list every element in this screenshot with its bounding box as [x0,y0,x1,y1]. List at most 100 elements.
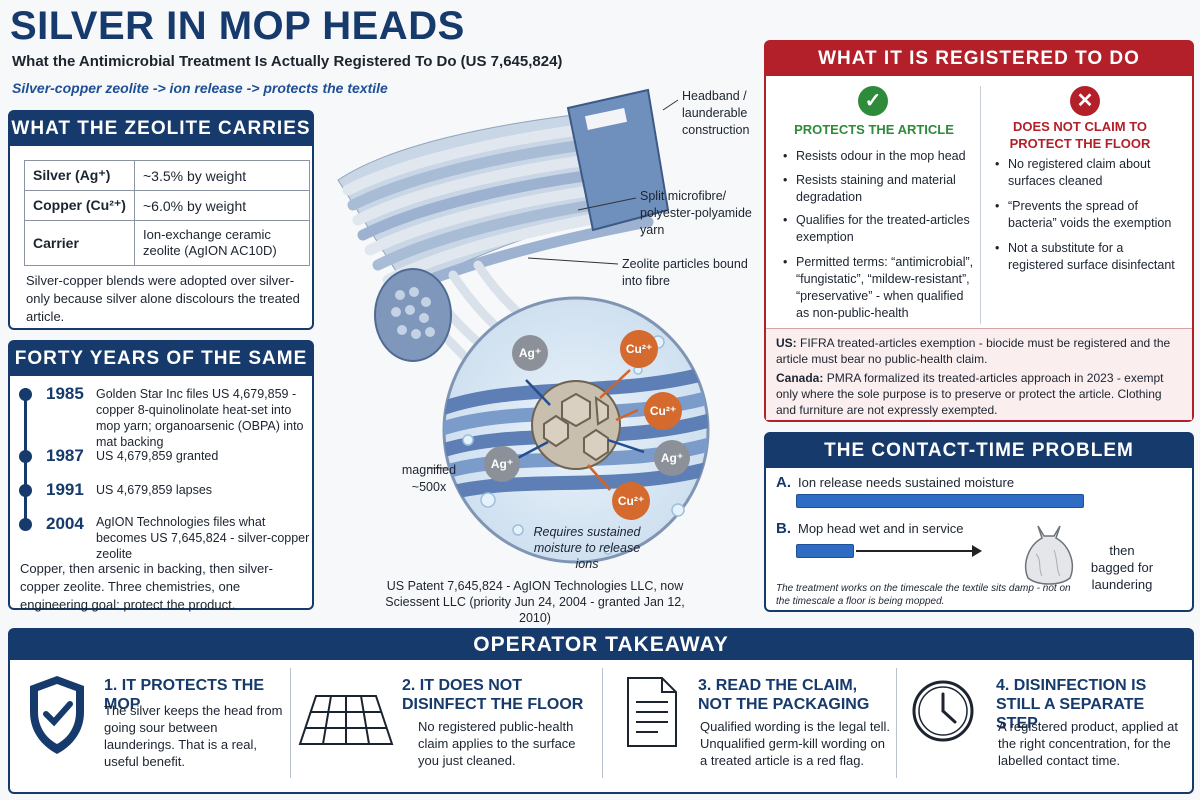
timeline-dot [19,518,32,531]
takeaway-title: 1. IT PROTECTS THE MOP [104,677,265,713]
ion-label: Ag⁺ [490,457,514,471]
timeline-year: 2004 [46,514,84,533]
zeolite-table: Silver (Ag⁺)~3.5% by weight Copper (Cu²⁺… [24,160,310,266]
list-item: Permitted terms: “antimicrobial”, “fungi… [783,254,974,322]
timeline-text: Golden Star Inc files US 4,679,859 - cop… [96,387,304,449]
inset-caption: Requires sustained moisture to release i… [533,525,641,571]
ion-label: Ag⁺ [518,346,542,360]
table-cell: ~3.5% by weight [134,160,310,191]
list-item: Not a substitute for a registered surfac… [995,240,1178,274]
timeline-dot [19,388,32,401]
ion-cu: Cu²⁺ [644,392,682,430]
shield-check-icon [30,676,84,754]
ion-cu: Cu²⁺ [620,330,658,368]
mop-headband [566,88,670,232]
ion-label: Ag⁺ [660,451,684,465]
takeaway-heading: OPERATOR TAKEAWAY [10,630,1192,660]
timeline-dot [19,484,32,497]
table-cell: Copper (Cu²⁺) [24,190,135,221]
canada-regulation: Canada: PMRA formalized its treated-arti… [776,370,1182,418]
zeolite-heading: WHAT THE ZEOLITE CARRIES [10,112,312,146]
not-floor-title: DOES NOT CLAIM TO PROTECT THE FLOOR [1009,119,1151,151]
step-a-letter: A. [776,474,791,491]
magnified-inset [442,296,710,564]
takeaway-text: The silver keeps the head from going sou… [104,703,283,769]
ion-label: Cu²⁺ [617,494,645,508]
arrow-line [856,550,974,552]
label-headband: Headband / launderable construction [682,89,750,137]
table-row: Copper (Cu²⁺)~6.0% by weight [24,190,310,221]
table-cell: Silver (Ag⁺) [24,160,135,191]
timeline-year: 1985 [46,384,84,403]
us-regulation: US: FIFRA treated-articles exemption - b… [776,335,1182,367]
divider [290,668,291,778]
check-icon: ✓ [858,86,888,116]
timeline-text: AgION Technologies files what becomes US… [96,515,310,561]
ion-label: Cu²⁺ [649,404,677,418]
takeaway-title: 2. IT DOES NOT DISINFECT THE FLOOR [402,677,584,713]
divider [896,668,897,778]
page-title: SILVER IN MOP HEADS [10,4,465,48]
ion-label: Cu²⁺ [625,342,653,356]
step-a-text: Ion release needs sustained moisture [798,475,1015,490]
zeolite-note: Silver-copper blends were adopted over s… [26,273,300,324]
cross-icon: ✕ [1070,86,1100,116]
contact-note: The treatment works on the timescale the… [776,583,1071,607]
moisture-bar [796,494,1084,508]
table-cell: Carrier [24,220,135,266]
registered-heading: WHAT IT IS REGISTERED TO DO [766,42,1192,76]
step-b-letter: B. [776,520,791,537]
ion-ag: Ag⁺ [484,446,520,482]
label-zeolite: Zeolite particles bound into fibre [622,257,748,288]
us-label: US: [776,336,797,350]
list-item: Resists staining and material degradatio… [783,172,974,206]
timeline-heading: FORTY YEARS OF THE SAME IDEA [10,342,312,403]
ion-ag: Ag⁺ [654,440,690,476]
canada-text: PMRA formalized its treated-articles app… [776,371,1164,417]
timeline-text: US 4,679,859 granted [96,449,219,463]
takeaway-text: No registered public-health claim applie… [418,719,576,768]
timeline-text: US 4,679,859 lapses [96,483,213,497]
timeline-summary: Copper, then arsenic in backing, then si… [20,561,273,612]
table-cell: Ion-exchange ceramic zeolite (AgION AC10… [134,220,310,266]
protects-title: PROTECTS THE ARTICLE [794,122,954,137]
zeolite-panel: WHAT THE ZEOLITE CARRIES Silver (Ag⁺)~3.… [8,110,314,330]
step-b-text: Mop head wet and in service [798,521,964,536]
timeline-panel: FORTY YEARS OF THE SAME IDEA 1985 Golden… [8,340,314,612]
takeaway-text: Qualified wording is the legal tell. Unq… [700,719,891,768]
list-item: Resists odour in the mop head [783,148,974,165]
timeline-dot [19,450,32,463]
divider [602,668,603,778]
page-subtitle: What the Antimicrobial Treatment Is Actu… [12,53,563,70]
list-item: No registered claim about surfaces clean… [995,156,1178,190]
registered-panel: WHAT IT IS REGISTERED TO DO ✓ ✕ PROTECTS… [764,40,1194,422]
column-divider [980,86,981,324]
patent-note: US Patent 7,645,824 - AgION Technologies… [385,579,685,625]
document-icon [627,677,677,747]
contact-heading: THE CONTACT-TIME PROBLEM [766,434,1192,468]
regulatory-box: US: FIFRA treated-articles exemption - b… [766,328,1192,420]
contact-panel: THE CONTACT-TIME PROBLEM A. Ion release … [764,432,1194,612]
table-row: Silver (Ag⁺)~3.5% by weight [24,160,310,191]
list-item: Qualifies for the treated-articles exemp… [783,212,974,246]
label-magnified: magnified ~500x [401,463,457,494]
service-bar [796,544,854,558]
page-tagline: Silver-copper zeolite -> ion release -> … [12,80,388,96]
label-yarn: Split microfibre/ polyester-polyamide ya… [640,189,752,237]
laundry-bag-icon [1024,525,1074,585]
timeline-year: 1987 [46,446,84,465]
floor-tiles-icon [298,695,394,745]
canada-label: Canada: [776,371,824,385]
table-cell: ~6.0% by weight [134,190,310,221]
list-item: “Prevents the spread of bacteria” voids … [995,198,1178,232]
takeaway-title: 4. DISINFECTION IS STILL A SEPARATE STEP [996,677,1147,732]
timeline-year: 1991 [46,480,84,499]
us-text: FIFRA treated-articles exemption - bioci… [776,336,1171,366]
arrow-head-icon [972,545,982,557]
takeaway-panel: OPERATOR TAKEAWAY [8,628,1194,794]
bag-text: then bagged for laundering [1090,543,1154,592]
clock-icon [912,680,974,742]
takeaway-title: 3. READ THE CLAIM, NOT THE PACKAGING [698,677,870,713]
takeaway-text: A registered product, applied at the rig… [998,719,1178,768]
